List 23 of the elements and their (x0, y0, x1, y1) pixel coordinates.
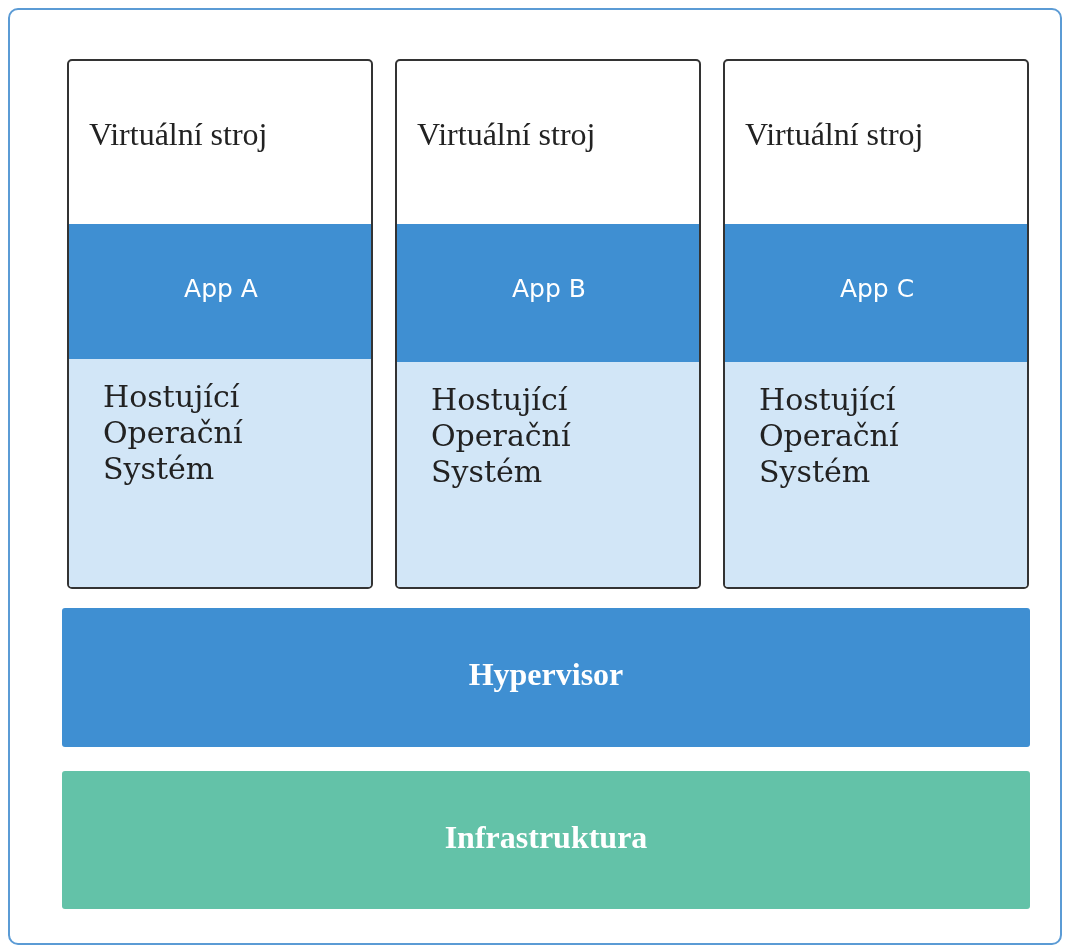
vm-heading: Virtuální stroj (417, 116, 596, 153)
virtual-machine-box (395, 59, 701, 589)
vm-heading: Virtuální stroj (89, 116, 268, 153)
os-band (725, 362, 1027, 587)
infrastructure-layer (62, 771, 1030, 909)
app-band (69, 224, 371, 359)
hypervisor-layer (62, 608, 1030, 747)
app-band (397, 224, 699, 362)
virtual-machine-box (67, 59, 373, 589)
os-band (397, 362, 699, 587)
os-label: Hostující Operační Systém (431, 382, 572, 490)
os-label: Hostující Operační Systém (103, 379, 244, 487)
app-band (725, 224, 1027, 362)
os-band (69, 359, 371, 587)
app-label: App B (511, 274, 587, 303)
app-label: App C (838, 274, 916, 303)
vm-heading: Virtuální stroj (745, 116, 924, 153)
app-label: App A (183, 274, 259, 303)
virtual-machine-box (723, 59, 1029, 589)
os-label: Hostující Operační Systém (759, 382, 900, 490)
hypervisor-label: Hypervisor (467, 656, 625, 693)
outer-frame (8, 8, 1062, 945)
infrastructure-label: Infrastruktura (443, 819, 649, 856)
